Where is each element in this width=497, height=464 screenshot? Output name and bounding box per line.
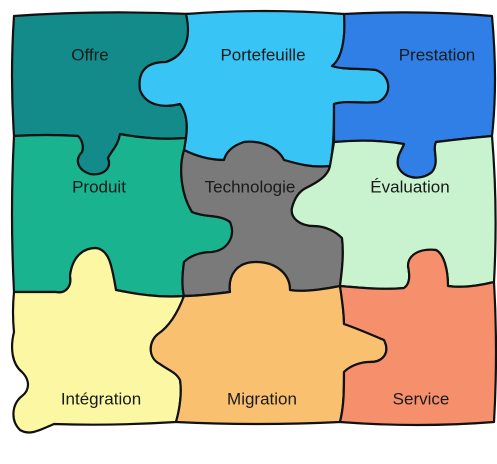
label-portefeuille: Portefeuille: [220, 45, 305, 64]
label-migration: Migration: [227, 389, 297, 408]
label-produit: Produit: [72, 177, 126, 196]
label-integration: Intégration: [61, 389, 141, 408]
piece-service: [338, 248, 497, 427]
label-prestation: Prestation: [399, 45, 476, 64]
label-offre: Offre: [71, 45, 108, 64]
label-service: Service: [393, 389, 450, 408]
label-technologie: Technologie: [205, 177, 296, 196]
label-evaluation: Évaluation: [370, 177, 449, 196]
